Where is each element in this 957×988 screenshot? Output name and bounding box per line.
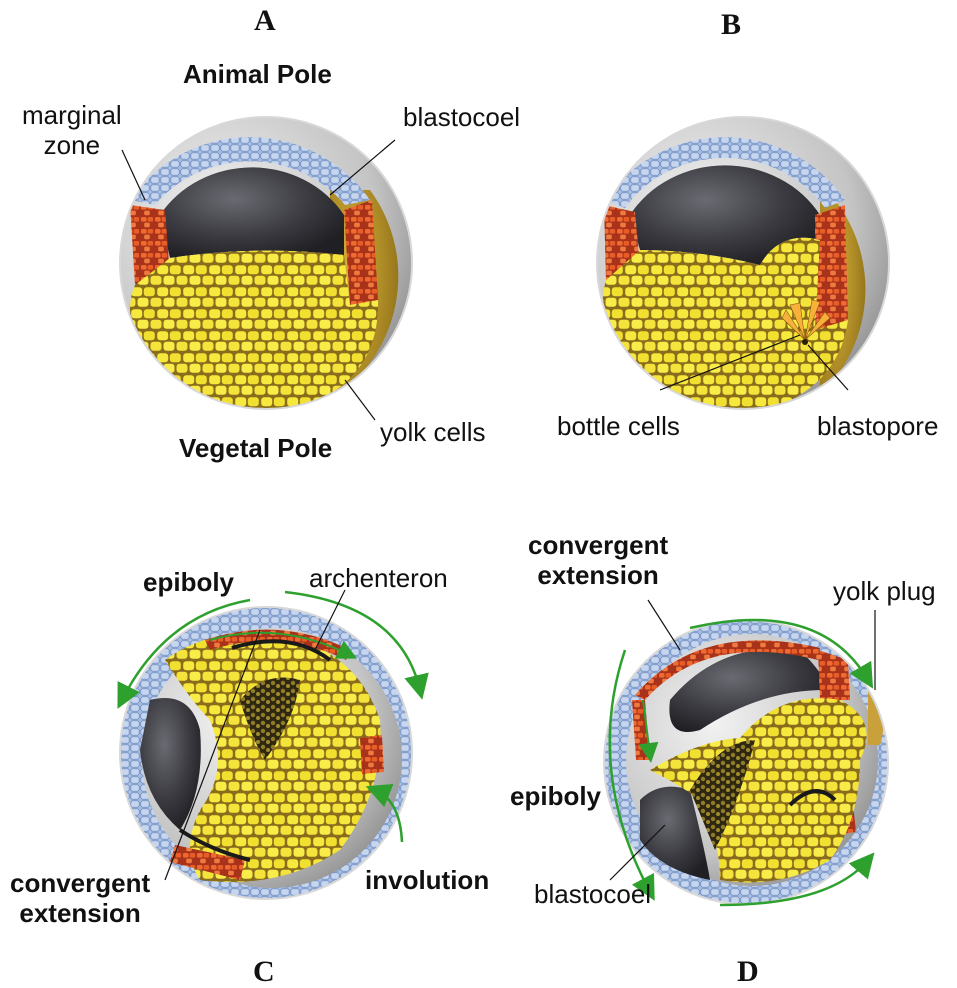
- label-epiboly-d: epiboly: [510, 782, 601, 812]
- label-convergent-extension-d: convergent extension: [528, 531, 668, 591]
- label-archenteron: archenteron: [309, 564, 448, 594]
- label-epiboly-c: epiboly: [143, 568, 234, 598]
- label-vegetal-pole: Vegetal Pole: [179, 434, 332, 464]
- embryo-d: [604, 600, 888, 905]
- label-bottle-cells: bottle cells: [557, 412, 680, 442]
- label-blastocoel-a: blastocoel: [403, 103, 520, 133]
- label-yolk-plug: yolk plug: [833, 577, 936, 607]
- embryo-b: [597, 117, 889, 409]
- embryo-a: [120, 117, 412, 420]
- embryo-c: [120, 590, 420, 899]
- label-blastocoel-d: blastocoel: [534, 880, 651, 910]
- label-yolk-cells: yolk cells: [380, 418, 485, 448]
- label-blastopore: blastopore: [817, 412, 938, 442]
- label-marginal-zone: marginal zone: [22, 101, 122, 161]
- label-animal-pole: Animal Pole: [183, 60, 332, 90]
- label-involution: involution: [365, 866, 489, 896]
- label-convergent-extension-c: convergent extension: [10, 869, 150, 929]
